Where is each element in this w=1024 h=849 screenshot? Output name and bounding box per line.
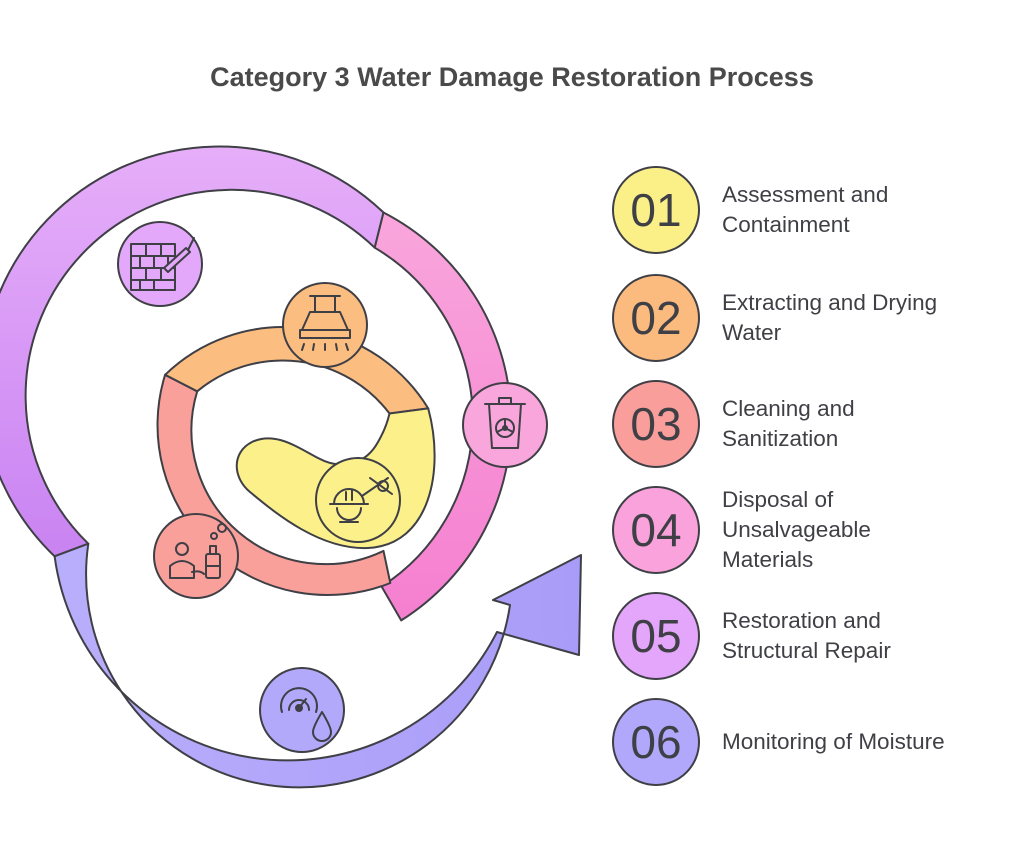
hazardous-waste-bin-icon [484, 397, 526, 449]
step-item-restoration: 05 Restoration and Structural Repair [612, 590, 992, 682]
segment-disposal [373, 211, 513, 622]
moisture-gauge-icon [280, 687, 332, 742]
step-item-assessment: 01 Assessment and Containment [612, 164, 992, 256]
step-number-badge: 06 [612, 698, 700, 786]
step-label: Assessment and Containment [722, 182, 889, 237]
step-label: Cleaning and Sanitization [722, 396, 855, 451]
segment-extracting [164, 326, 430, 415]
hazmat-worker-icon [329, 477, 393, 523]
step-item-cleaning: 03 Cleaning and Sanitization [612, 378, 992, 470]
step-label: Extracting and Drying Water [722, 290, 938, 345]
step-item-extracting: 02 Extracting and Drying Water [612, 272, 992, 364]
step-label: Restoration and Structural Repair [722, 608, 891, 663]
segment-monitoring-arrow [53, 542, 582, 789]
brick-trowel-icon [130, 237, 195, 291]
diagram-title: Category 3 Water Damage Restoration Proc… [210, 62, 814, 92]
step-item-disposal: 04 Disposal of Unsalvageable Materials [612, 484, 992, 576]
step-number-badge: 04 [612, 486, 700, 574]
step-item-monitoring: 06 Monitoring of Moisture [612, 696, 992, 788]
step-number-badge: 05 [612, 592, 700, 680]
step-number-badge: 01 [612, 166, 700, 254]
step-label: Monitoring of Moisture [722, 729, 945, 754]
step-number-badge: 02 [612, 274, 700, 362]
water-extractor-icon [299, 295, 351, 351]
cleaning-sanitizer-icon [169, 523, 227, 579]
step-number-badge: 03 [612, 380, 700, 468]
step-label: Disposal of Unsalvageable Materials [722, 487, 871, 572]
